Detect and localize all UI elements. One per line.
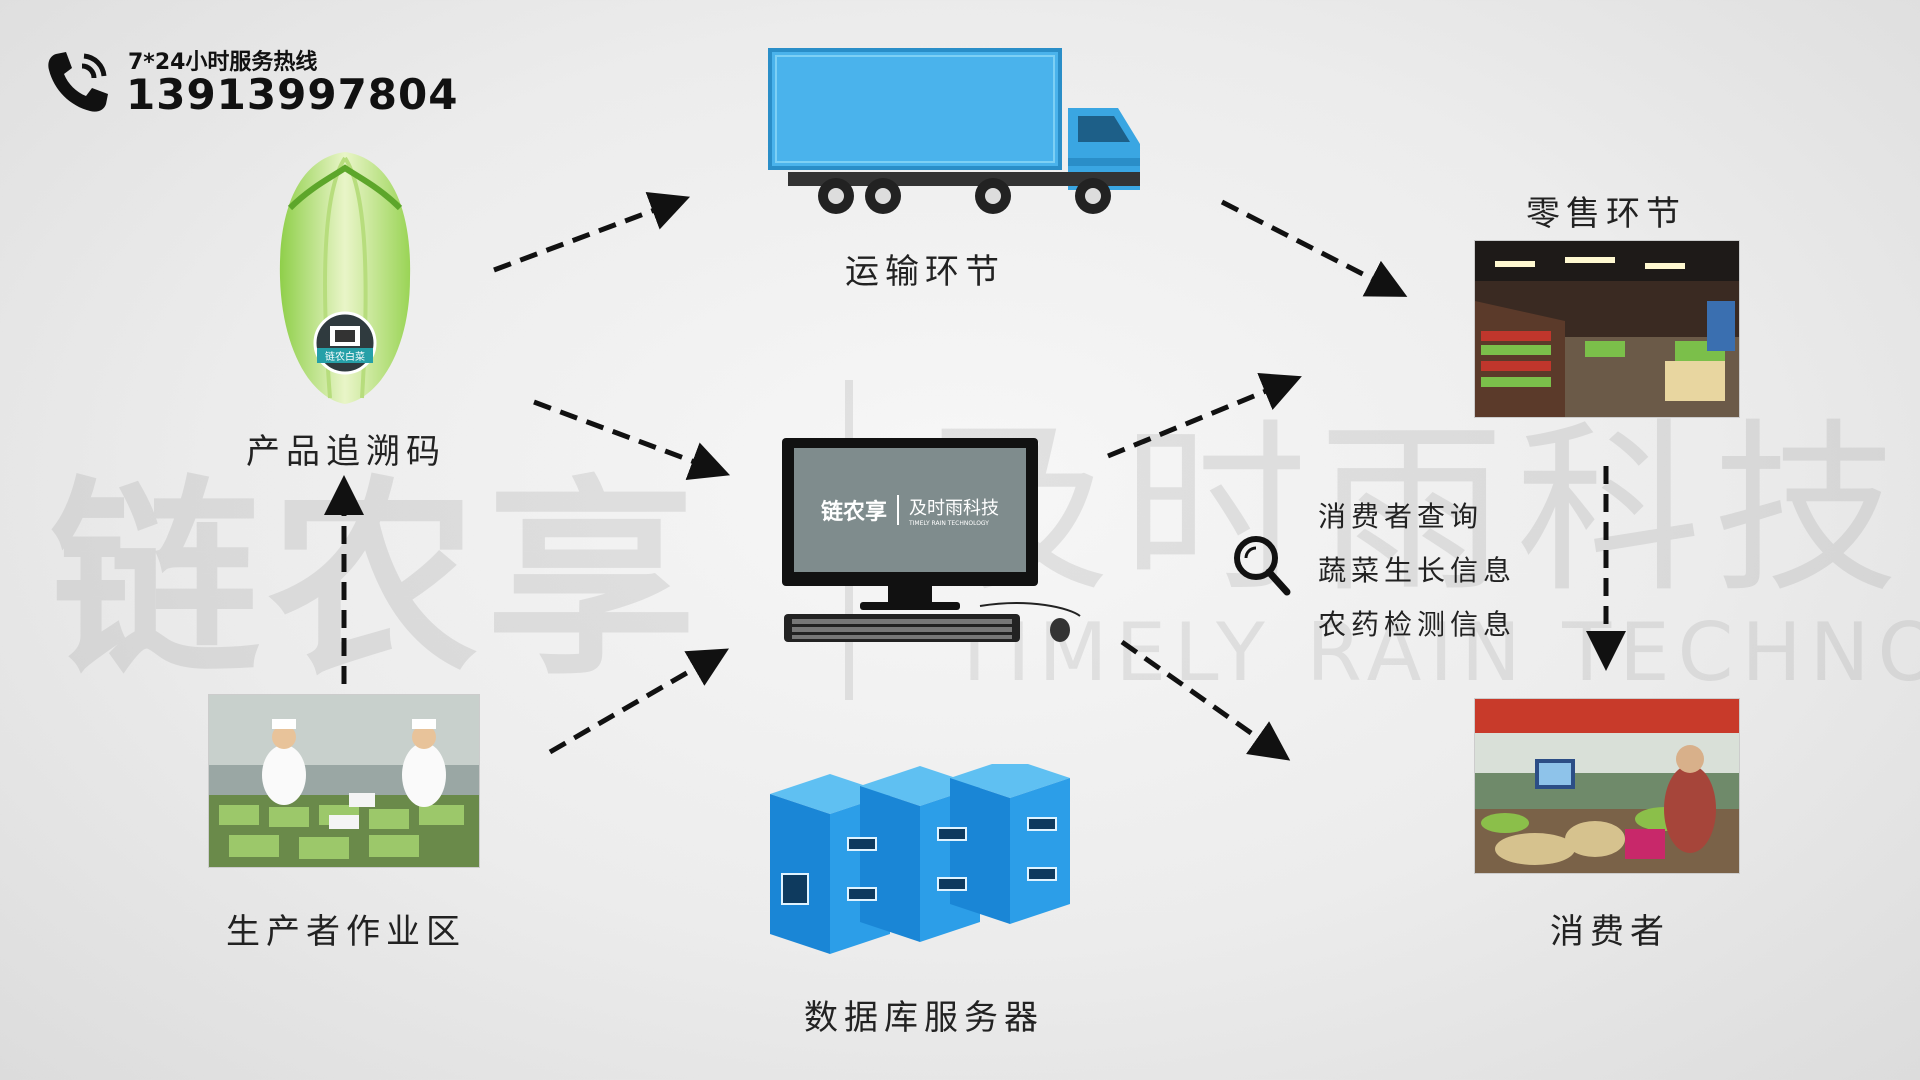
arrow-code-to-computer <box>533 399 731 480</box>
transport-label: 运输环节 <box>845 252 1005 292</box>
hotline-number: 13913997804 <box>126 70 459 119</box>
monitor-company-en: TIMELY RAIN TECHNOLOGY <box>909 519 989 527</box>
arrow-computer-to-retail <box>1107 373 1302 459</box>
producer-area-label: 生产者作业区 <box>226 912 466 952</box>
cabbage-image: 链农白菜 <box>270 148 420 408</box>
database-server-image <box>770 758 1080 954</box>
database-server-label: 数据库服务器 <box>804 998 1044 1038</box>
consumer-photo <box>1474 698 1740 874</box>
query-line-growth: 蔬菜生长信息 <box>1318 554 1517 587</box>
cabbage-tag-label: 链农白菜 <box>317 348 373 363</box>
consumer-label: 消费者 <box>1550 912 1670 952</box>
arrow-transport-to-retail <box>1220 199 1408 297</box>
monitor-brand: 链农享 <box>820 500 887 525</box>
hotline-title: 7*24小时服务热线 <box>128 50 318 75</box>
truck-image <box>768 48 1148 218</box>
retail-label: 零售环节 <box>1526 194 1686 234</box>
retail-photo <box>1474 240 1740 418</box>
producer-area-photo <box>208 694 480 868</box>
query-info-list: 消费者查询 蔬菜生长信息 农药检测信息 <box>1318 490 1516 652</box>
watermark-brand-left: 链农享 <box>50 458 705 703</box>
query-line-consumer: 消费者查询 <box>1318 500 1484 533</box>
arrow-producer-to-computer <box>548 648 729 755</box>
product-code-label: 产品追溯码 <box>246 432 446 472</box>
phone-icon <box>42 46 114 118</box>
computer-monitor: 链农享 及时雨科技 TIMELY RAIN TECHNOLOGY <box>780 438 1100 648</box>
watermark-brand-right: 及时雨科技 <box>925 402 1910 618</box>
arrow-code-to-transport <box>493 192 691 273</box>
query-line-pesticide: 农药检测信息 <box>1318 608 1517 641</box>
magnifier-icon <box>1232 534 1292 598</box>
arrow-computer-to-consumer <box>1120 639 1291 761</box>
monitor-company: 及时雨科技 <box>909 497 999 519</box>
watermark-english: TIMELY RAIN TECHNOLOGY <box>950 606 1920 699</box>
